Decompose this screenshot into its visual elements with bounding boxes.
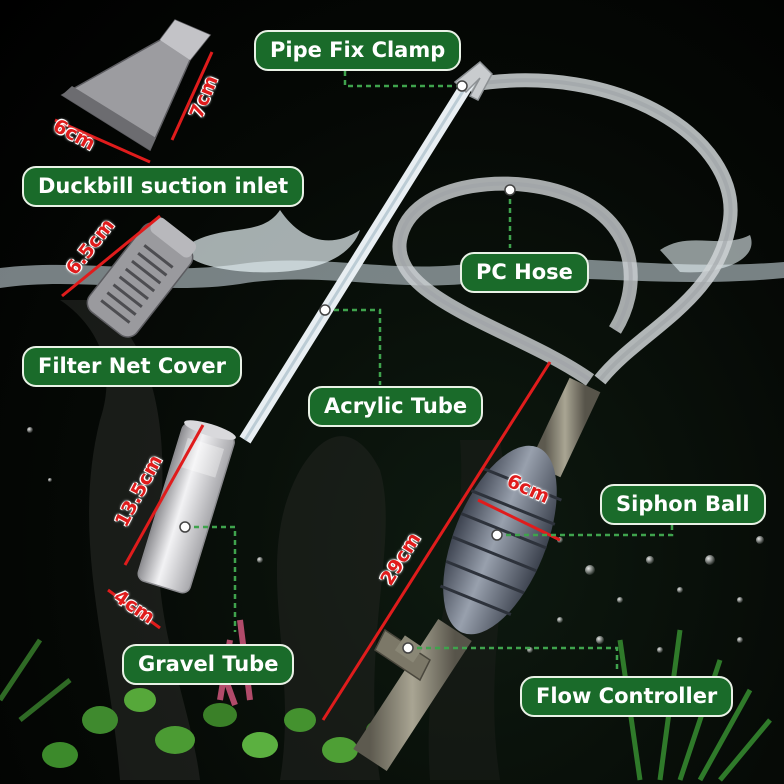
siphon-assembly bbox=[353, 377, 601, 771]
label-pipe-fix-clamp: Pipe Fix Clamp bbox=[254, 30, 462, 71]
pipe-fix-clamp bbox=[453, 60, 493, 101]
duckbill-suction-inlet-image bbox=[60, 19, 212, 152]
pc-hose bbox=[392, 73, 738, 386]
label-siphon-ball: Siphon Ball bbox=[600, 484, 766, 525]
acrylic-tube bbox=[239, 76, 476, 444]
dimension-lines bbox=[54, 51, 561, 721]
leader-dots bbox=[179, 80, 516, 654]
label-duckbill-suction-inlet: Duckbill suction inlet bbox=[22, 166, 305, 207]
label-acrylic-tube: Acrylic Tube bbox=[308, 386, 484, 427]
label-filter-net-cover: Filter Net Cover bbox=[22, 346, 242, 387]
filter-net-cover-image bbox=[86, 217, 197, 338]
label-gravel-tube: Gravel Tube bbox=[122, 644, 295, 685]
label-flow-controller: Flow Controller bbox=[520, 676, 734, 717]
label-pc-hose: PC Hose bbox=[460, 252, 589, 293]
leader-lines bbox=[185, 62, 674, 672]
